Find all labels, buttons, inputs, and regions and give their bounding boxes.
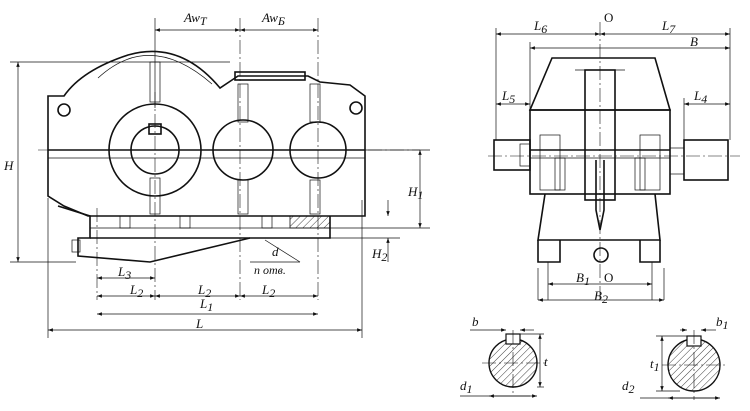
intermediate-shaft-boss xyxy=(212,119,274,181)
label-B1: B xyxy=(576,270,584,285)
rib xyxy=(309,179,321,215)
label-t1: t xyxy=(650,356,654,371)
svg-text:H1: H1 xyxy=(407,184,423,202)
rib xyxy=(237,179,249,215)
base-outline xyxy=(57,205,331,263)
svg-text:t1: t1 xyxy=(650,356,660,374)
svg-text:L3: L3 xyxy=(117,264,131,282)
svg-text:B1: B1 xyxy=(576,270,590,288)
bearing-left xyxy=(539,134,561,191)
label-t: t xyxy=(544,354,548,369)
side-view: O L6 L7 B L5 L4 B1 O B2 xyxy=(488,10,740,306)
label-d1: d xyxy=(460,378,467,393)
label-B: B xyxy=(690,34,698,49)
label-L5: L xyxy=(501,88,509,103)
label-H: H xyxy=(3,158,14,173)
svg-text:L4: L4 xyxy=(693,88,707,106)
label-H2: H xyxy=(371,246,382,261)
label-n-holes: n отв. xyxy=(254,263,286,277)
svg-text:L2: L2 xyxy=(197,282,211,300)
lifting-eye xyxy=(57,103,71,117)
foundation-hatch xyxy=(289,215,331,229)
svg-text:L7: L7 xyxy=(661,18,676,36)
svg-text:AwБ: AwБ xyxy=(261,10,285,28)
svg-text:d2: d2 xyxy=(622,378,635,396)
rib xyxy=(309,83,321,123)
label-awB: Aw xyxy=(261,10,278,25)
svg-text:AwT: AwT xyxy=(183,10,208,28)
label-L3: L xyxy=(117,264,125,279)
label-B2: B xyxy=(594,288,602,303)
label-H1: H xyxy=(407,184,418,199)
svg-text:H2: H2 xyxy=(371,246,387,264)
label-L2c: L xyxy=(261,282,269,297)
label-L2b: L xyxy=(197,282,205,297)
label-L1: L xyxy=(199,296,207,311)
lifting-eye xyxy=(349,101,363,115)
rib xyxy=(237,83,249,123)
shaft-section-1: b t d1 xyxy=(460,314,548,398)
inspection-cover xyxy=(234,71,306,81)
cover-arc xyxy=(97,55,213,85)
svg-text:L6: L6 xyxy=(533,18,547,36)
label-b: b xyxy=(472,314,479,329)
svg-text:L5: L5 xyxy=(501,88,515,106)
label-L4: L xyxy=(693,88,701,103)
label-O-top: O xyxy=(604,10,613,25)
label-b1: b xyxy=(716,314,723,329)
side-housing-lower xyxy=(537,193,661,241)
svg-text:b1: b1 xyxy=(716,314,729,332)
label-L6: L xyxy=(533,18,541,33)
svg-text:L1: L1 xyxy=(199,296,213,314)
foot-bolt-hole xyxy=(119,215,131,229)
shaft-section-2: b1 t1 d2 xyxy=(622,314,729,400)
label-d2: d xyxy=(622,378,629,393)
svg-text:B2: B2 xyxy=(594,288,608,306)
foot-bolt-hole xyxy=(179,215,191,229)
label-O-bottom: O xyxy=(604,270,613,285)
side-foot-right xyxy=(639,240,661,263)
label-L7: L xyxy=(661,18,669,33)
label-d: d xyxy=(272,244,279,259)
svg-text:L2: L2 xyxy=(261,282,275,300)
label-awT: Aw xyxy=(183,10,200,25)
label-L: L xyxy=(195,316,203,331)
svg-text:L2: L2 xyxy=(129,282,143,300)
drain-plug xyxy=(71,239,81,253)
bearing-right xyxy=(639,134,661,191)
housing-outline xyxy=(47,50,366,217)
left-output-shaft xyxy=(493,139,531,171)
label-L2a: L xyxy=(129,282,137,297)
front-view: AwT AwБ H H1 H2 L3 L2 L2 L2 L1 L d n отв… xyxy=(3,10,430,338)
side-foot-left xyxy=(537,240,561,263)
drain-hole xyxy=(593,247,609,263)
svg-text:d1: d1 xyxy=(460,378,473,396)
right-input-shaft xyxy=(683,139,729,181)
foot-bolt-hole xyxy=(261,215,273,229)
